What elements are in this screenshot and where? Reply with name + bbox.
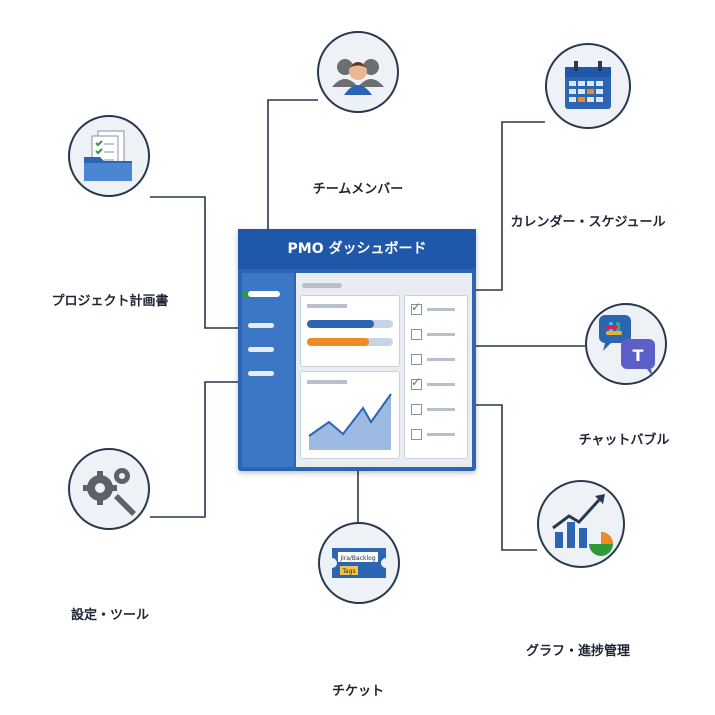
- check-icon: ✓: [411, 375, 422, 389]
- dashboard-sidebar: [242, 273, 294, 467]
- ticket-node[interactable]: Jira/Backlog Tags: [318, 522, 400, 604]
- connector-calendar: [476, 121, 545, 291]
- calendar-node[interactable]: [545, 43, 631, 129]
- team-node[interactable]: [317, 31, 399, 113]
- plan-node[interactable]: [68, 115, 150, 197]
- checklist-line: [427, 383, 455, 386]
- chart-panel: [300, 371, 400, 459]
- checked-checkbox[interactable]: ✓: [411, 375, 422, 390]
- dashboard-title: PMO ダッシュボード: [238, 229, 476, 269]
- checklist-line: [427, 408, 455, 411]
- team-icon: [332, 59, 384, 95]
- connector-settings: [150, 381, 238, 518]
- progress-bar-blue: [307, 320, 393, 328]
- gear-wrench-icon: [83, 468, 136, 516]
- unchecked-checkbox[interactable]: [411, 354, 422, 365]
- dashboard-window: PMO ダッシュボード ✓✓: [238, 229, 476, 471]
- plan-label: プロジェクト計画書: [51, 294, 169, 309]
- checklist-item[interactable]: [411, 404, 461, 416]
- checklist-item[interactable]: ✓: [411, 375, 461, 391]
- check-icon: ✓: [411, 300, 422, 314]
- connector-team: [267, 99, 318, 229]
- settings-label: 設定・ツール: [70, 608, 150, 623]
- checklist-line: [427, 358, 455, 361]
- connector-graph: [476, 404, 537, 551]
- graph-node[interactable]: [537, 480, 625, 568]
- progress-fill-blue: [307, 320, 375, 328]
- ticket-label: チケット: [331, 684, 385, 699]
- progress-bar-orange: [307, 338, 393, 346]
- main-header-bar: [302, 283, 342, 288]
- checklist-item[interactable]: ✓: [411, 300, 461, 316]
- progress-panel: [300, 295, 400, 367]
- svg-text:T: T: [633, 346, 644, 365]
- checklist-line: [427, 433, 455, 436]
- unchecked-checkbox[interactable]: [411, 329, 422, 340]
- sidebar-item[interactable]: [248, 323, 274, 328]
- ticket-icon: Jira/Backlog Tags: [332, 548, 386, 578]
- connector-plan: [150, 196, 238, 329]
- settings-node[interactable]: [68, 448, 150, 530]
- progress-fill-orange: [307, 338, 369, 346]
- area-chart: [308, 393, 392, 450]
- growth-chart-icon: [552, 494, 613, 556]
- chat-label: チャットバブル: [578, 433, 670, 448]
- checklist-item[interactable]: [411, 354, 461, 366]
- unchecked-checkbox[interactable]: [411, 404, 422, 415]
- checked-checkbox[interactable]: ✓: [411, 300, 422, 315]
- folder-document-icon: [84, 130, 132, 181]
- sidebar-item[interactable]: [248, 371, 274, 376]
- ticket-tag-jira: Jira/Backlog: [339, 555, 376, 562]
- checklist-panel: ✓✓: [404, 295, 468, 459]
- panel-caption: [307, 304, 347, 308]
- ticket-tag-tags: Tags: [341, 568, 355, 575]
- unchecked-checkbox[interactable]: [411, 429, 422, 440]
- graph-label: グラフ・進捗管理: [525, 644, 631, 659]
- sidebar-item-active[interactable]: [248, 291, 280, 297]
- dashboard-main: ✓✓: [296, 273, 472, 467]
- team-label: チームメンバー: [312, 182, 404, 197]
- calendar-label: カレンダー・スケジュール: [510, 215, 666, 230]
- checklist-line: [427, 308, 455, 311]
- calendar-icon: [565, 61, 611, 109]
- panel-caption: [307, 380, 347, 384]
- sidebar-item[interactable]: [248, 347, 274, 352]
- checklist-item[interactable]: [411, 429, 461, 441]
- chat-bubble-icon: T: [599, 315, 655, 377]
- checklist-line: [427, 333, 455, 336]
- chat-node[interactable]: T: [585, 303, 667, 385]
- checklist-item[interactable]: [411, 329, 461, 341]
